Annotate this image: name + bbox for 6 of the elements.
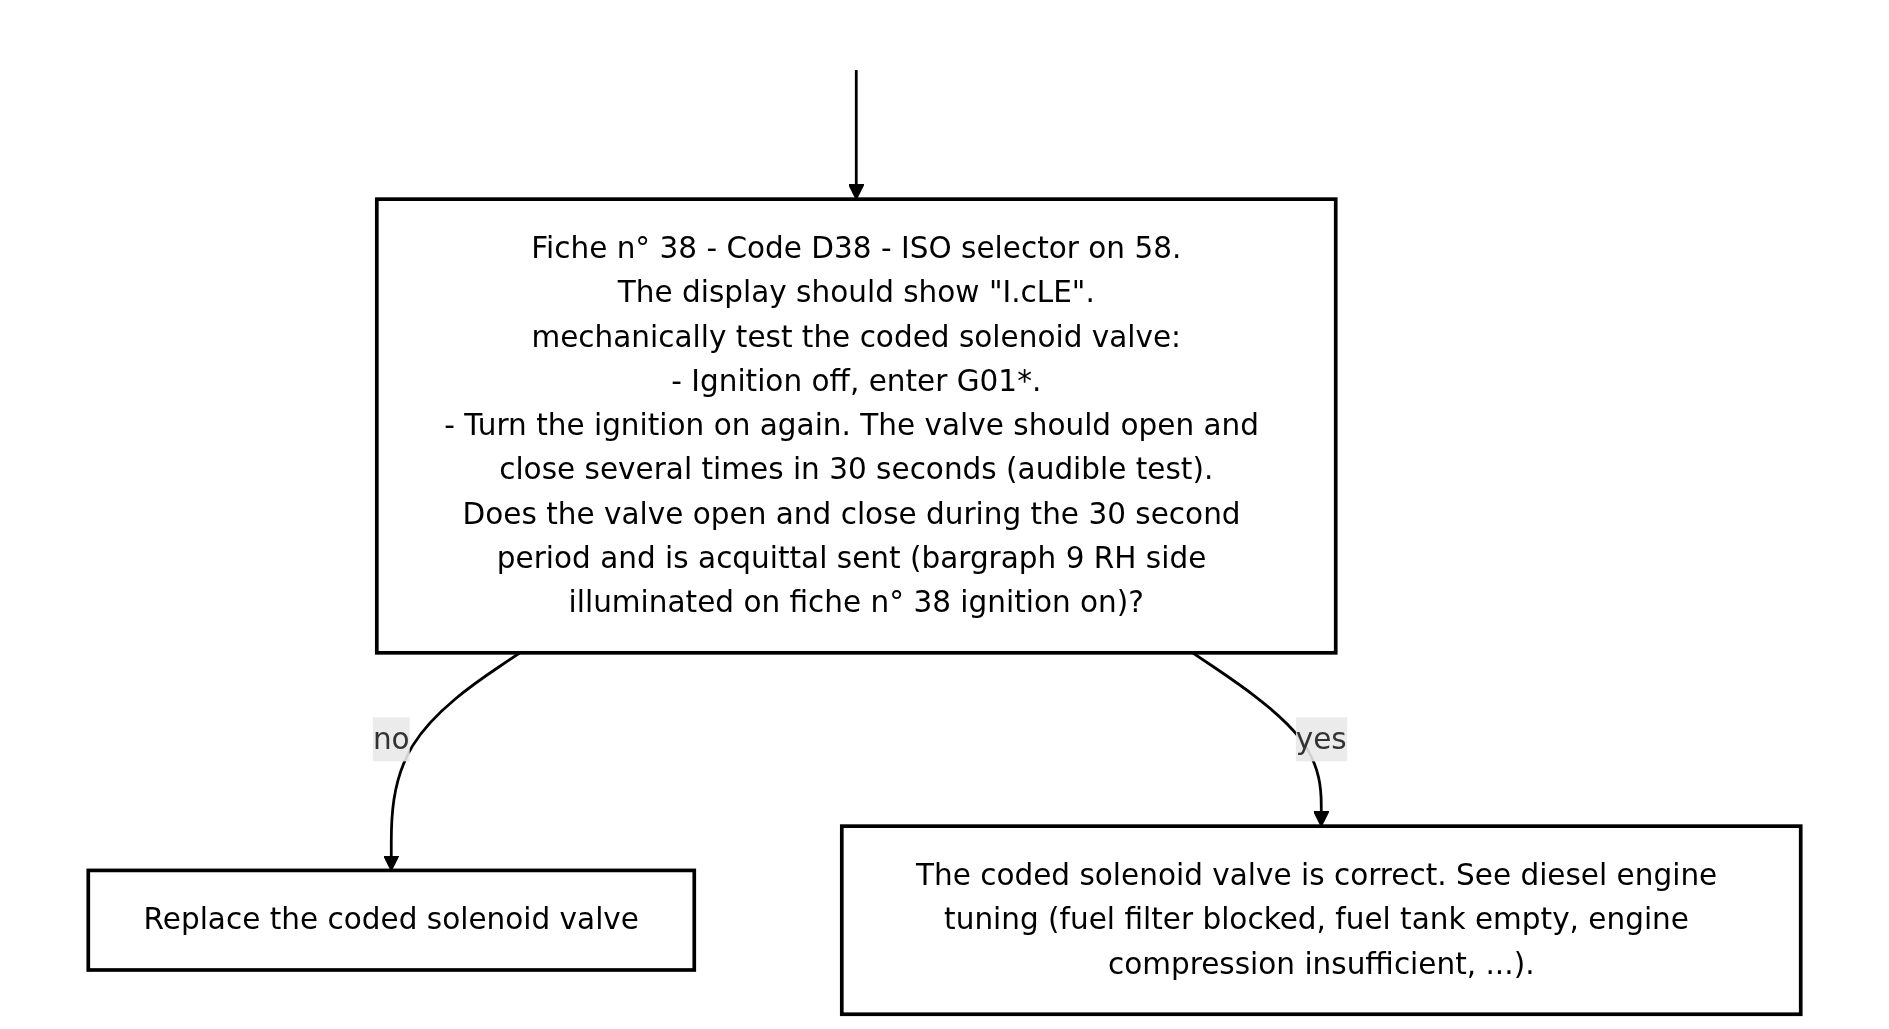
node-box: Replace the coded solenoid valve <box>86 868 697 972</box>
edge-label: no <box>372 721 410 757</box>
edge-label: yes <box>1295 721 1347 757</box>
arrow <box>848 70 865 200</box>
node-box: The coded solenoid valve is correct. See diesel engine tuning (fuel filter blocked, fuel tank empty, engine compression insufficient, ...). <box>839 824 1803 1017</box>
node-box: Fiche n° 38 - Code D38 - ISO selector on 58. The display should show "I.cLE". mechanically test the coded solenoid valve: - Ignition off, enter G01*. - Turn the ignition on again. The valve should open and close several times in 30 seconds (audible test). Does the valve open and close during the 30 second period and is acquittal sent (bargraph 9 RH side illuminated on fiche n° 38 ignition on)? <box>374 197 1338 655</box>
